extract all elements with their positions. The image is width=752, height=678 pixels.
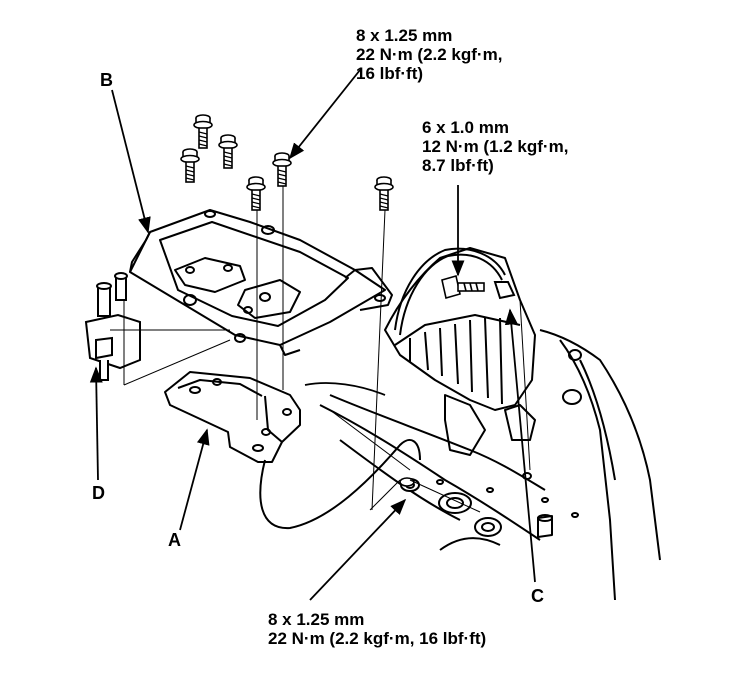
sensor-unit xyxy=(84,272,141,381)
part-label-d: D xyxy=(92,483,105,503)
frame-member xyxy=(319,394,546,551)
bolt-icon xyxy=(180,148,200,183)
part-label-a: A xyxy=(168,530,181,550)
battery-tray xyxy=(129,209,393,356)
callout-bottom-bolt-spec: 8 x 1.25 mm 22 N·m (2.2 kgf·m, 16 lbf·ft… xyxy=(268,610,486,648)
leader-arrows xyxy=(89,69,536,601)
bolt-icon xyxy=(246,176,266,211)
battery-bracket xyxy=(164,371,301,463)
bolt-icon xyxy=(218,134,238,169)
part-label-c: C xyxy=(531,586,544,606)
callout-bottom-size: 8 x 1.25 mm xyxy=(268,610,365,629)
ground-cable xyxy=(394,247,516,336)
callout-right-size: 6 x 1.0 mm xyxy=(422,118,509,137)
bolt-icon xyxy=(193,114,213,149)
callout-right-bolt-spec: 6 x 1.0 mm 12 N·m (1.2 kgf·m, 8.7 lbf·ft… xyxy=(422,118,568,175)
lower-bolt-icon xyxy=(399,477,415,487)
side-bolt-icon xyxy=(441,274,485,300)
callout-bottom-torque: 22 N·m (2.2 kgf·m, 16 lbf·ft) xyxy=(268,629,487,648)
air-cleaner-housing xyxy=(384,247,661,601)
callout-right-torque-lbf: 8.7 lbf·ft) xyxy=(422,156,494,175)
callout-right-torque: 12 N·m (1.2 kgf·m, xyxy=(422,137,569,156)
callout-top-bolt-spec: 8 x 1.25 mm 22 N·m (2.2 kgf·m, 16 lbf·ft… xyxy=(356,26,502,83)
callout-top-torque-lbf: 16 lbf·ft) xyxy=(356,64,424,83)
guide-lines xyxy=(110,186,531,513)
bolt-group xyxy=(180,114,394,211)
bolt-icon xyxy=(374,176,394,211)
bolt-icon xyxy=(272,152,292,187)
callout-top-torque: 22 N·m (2.2 kgf·m, xyxy=(356,45,503,64)
harness-cable xyxy=(259,439,421,530)
part-label-b: B xyxy=(100,70,113,90)
callout-top-size: 8 x 1.25 mm xyxy=(356,26,453,45)
